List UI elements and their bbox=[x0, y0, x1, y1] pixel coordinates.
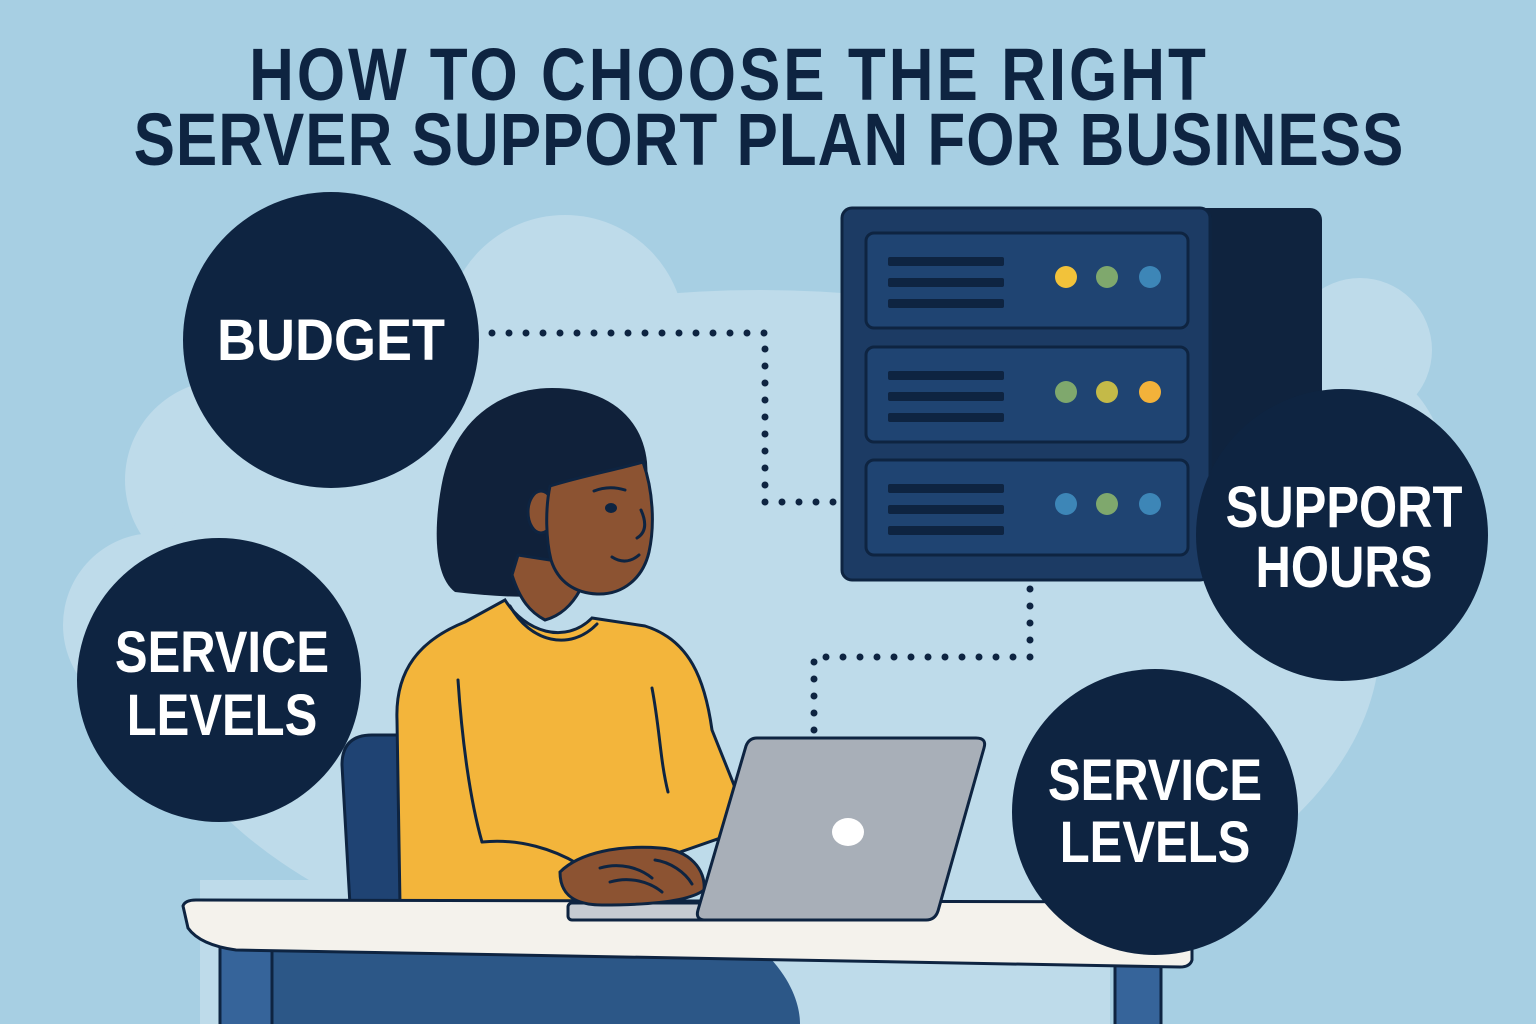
vent-line bbox=[888, 526, 1004, 535]
vent-line bbox=[888, 392, 1004, 401]
vent-line bbox=[888, 278, 1004, 287]
bubble-label: BUDGET bbox=[217, 307, 445, 372]
title-line-2: SERVER SUPPORT PLAN FOR BUSINESS bbox=[134, 98, 1405, 182]
finger-line bbox=[653, 858, 694, 886]
sleeve-crease-left bbox=[456, 678, 484, 844]
sleeve-crease-right bbox=[650, 686, 670, 794]
bubble-label-line-2: LEVELS bbox=[1060, 810, 1251, 875]
face bbox=[545, 460, 654, 596]
finger-line bbox=[598, 864, 654, 880]
bubble-label-line-1: SUPPORT bbox=[1226, 475, 1463, 540]
server-unit-3 bbox=[864, 458, 1190, 557]
vent-line bbox=[888, 257, 1004, 266]
status-led bbox=[1139, 493, 1161, 515]
desk-leg-right bbox=[1113, 960, 1163, 1024]
status-led bbox=[1055, 266, 1077, 288]
finger-line bbox=[608, 878, 664, 894]
person bbox=[395, 388, 742, 907]
bubble-circle bbox=[183, 192, 479, 488]
server-rack bbox=[840, 206, 1322, 582]
status-led bbox=[1055, 381, 1077, 403]
service-levels-bubble-right: SERVICE LEVELS bbox=[1012, 669, 1298, 955]
eye bbox=[605, 503, 617, 513]
bubble-label-line-1: SERVICE bbox=[115, 620, 329, 685]
desk-leg-left bbox=[218, 942, 274, 1024]
vent-line bbox=[888, 484, 1004, 493]
forearm-line bbox=[480, 839, 580, 866]
status-led bbox=[1139, 381, 1161, 403]
laptop-logo-icon bbox=[832, 818, 864, 846]
status-led bbox=[1139, 266, 1161, 288]
bubble-circle bbox=[1196, 389, 1488, 681]
service-levels-bubble-left: SERVICE LEVELS bbox=[77, 538, 361, 822]
bubble-circle bbox=[77, 538, 361, 822]
nose bbox=[635, 508, 647, 540]
support-hours-bubble: SUPPORT HOURS bbox=[1196, 389, 1488, 681]
sweater bbox=[395, 598, 742, 907]
smile bbox=[610, 553, 641, 563]
desk-top bbox=[181, 898, 1194, 969]
connector-server-to-laptop bbox=[810, 568, 1034, 736]
bubble-circle bbox=[1012, 669, 1298, 955]
status-led bbox=[1096, 266, 1118, 288]
eyebrow bbox=[592, 486, 627, 493]
bubble-label-line-2: HOURS bbox=[1256, 535, 1433, 600]
vent-line bbox=[888, 371, 1004, 380]
vent-line bbox=[888, 505, 1004, 514]
status-led bbox=[1055, 493, 1077, 515]
vent-line bbox=[888, 413, 1004, 422]
sweater-collar bbox=[508, 604, 599, 642]
person-legs bbox=[272, 946, 800, 1024]
server-unit-2 bbox=[864, 345, 1190, 444]
vent-line bbox=[888, 299, 1004, 308]
bubble-label-line-2: LEVELS bbox=[127, 683, 318, 748]
budget-bubble: BUDGET bbox=[183, 192, 479, 488]
server-unit-1 bbox=[864, 231, 1190, 330]
status-led bbox=[1096, 381, 1118, 403]
connector-budget-to-server bbox=[488, 329, 844, 506]
title-line-1: HOW TO CHOOSE THE RIGHT bbox=[249, 33, 1209, 117]
bubble-label-line-1: SERVICE bbox=[1048, 748, 1262, 813]
status-led bbox=[1096, 493, 1118, 515]
